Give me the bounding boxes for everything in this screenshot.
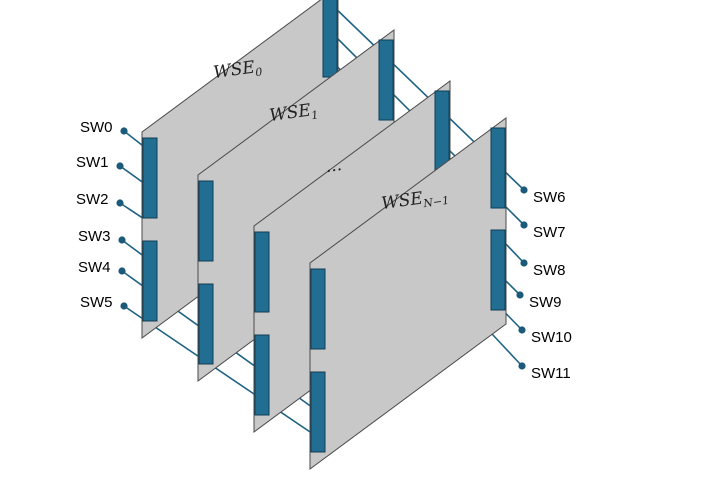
right-switch-dot <box>516 291 524 299</box>
right-port <box>490 127 506 209</box>
right-switch-dot <box>518 326 526 334</box>
wse-panel-3: WSEN−1 <box>309 117 507 470</box>
right-switch-dot <box>520 221 528 229</box>
left-switch-dot <box>118 267 126 275</box>
right-switch-label: SW6 <box>533 189 566 206</box>
right-switch-dot <box>520 259 528 267</box>
left-switch-dot <box>116 162 124 170</box>
left-switch-dot <box>120 127 128 135</box>
wse-label-2: ... <box>324 155 343 177</box>
left-port <box>142 240 158 322</box>
left-switch-dot <box>116 199 124 207</box>
wse-panel-face <box>309 117 507 470</box>
left-switch-dot <box>118 236 126 244</box>
right-switch-label: SW11 <box>531 365 571 382</box>
left-switch-label: SW2 <box>76 191 109 208</box>
right-switch-dot <box>520 186 528 194</box>
left-port <box>254 231 270 313</box>
right-port <box>322 0 338 78</box>
left-switch-label: SW4 <box>78 259 111 276</box>
right-port <box>378 39 394 121</box>
right-switch-label: SW8 <box>533 262 566 279</box>
left-port <box>310 268 326 350</box>
right-port <box>490 229 506 311</box>
right-switch-dot <box>518 362 526 370</box>
left-switch-label: SW3 <box>78 228 111 245</box>
right-port <box>434 90 450 172</box>
left-switch-label: SW5 <box>80 294 113 311</box>
left-port <box>254 334 270 416</box>
left-port <box>198 283 214 365</box>
right-switch-label: SW9 <box>529 294 562 311</box>
right-switch-label: SW10 <box>531 329 572 346</box>
right-switch-label: SW7 <box>533 224 566 241</box>
left-port <box>310 371 326 453</box>
left-port <box>198 180 214 262</box>
left-switch-dot <box>120 302 128 310</box>
left-port <box>142 137 158 219</box>
left-switch-label: SW1 <box>76 154 109 171</box>
left-switch-label: SW0 <box>80 119 113 136</box>
